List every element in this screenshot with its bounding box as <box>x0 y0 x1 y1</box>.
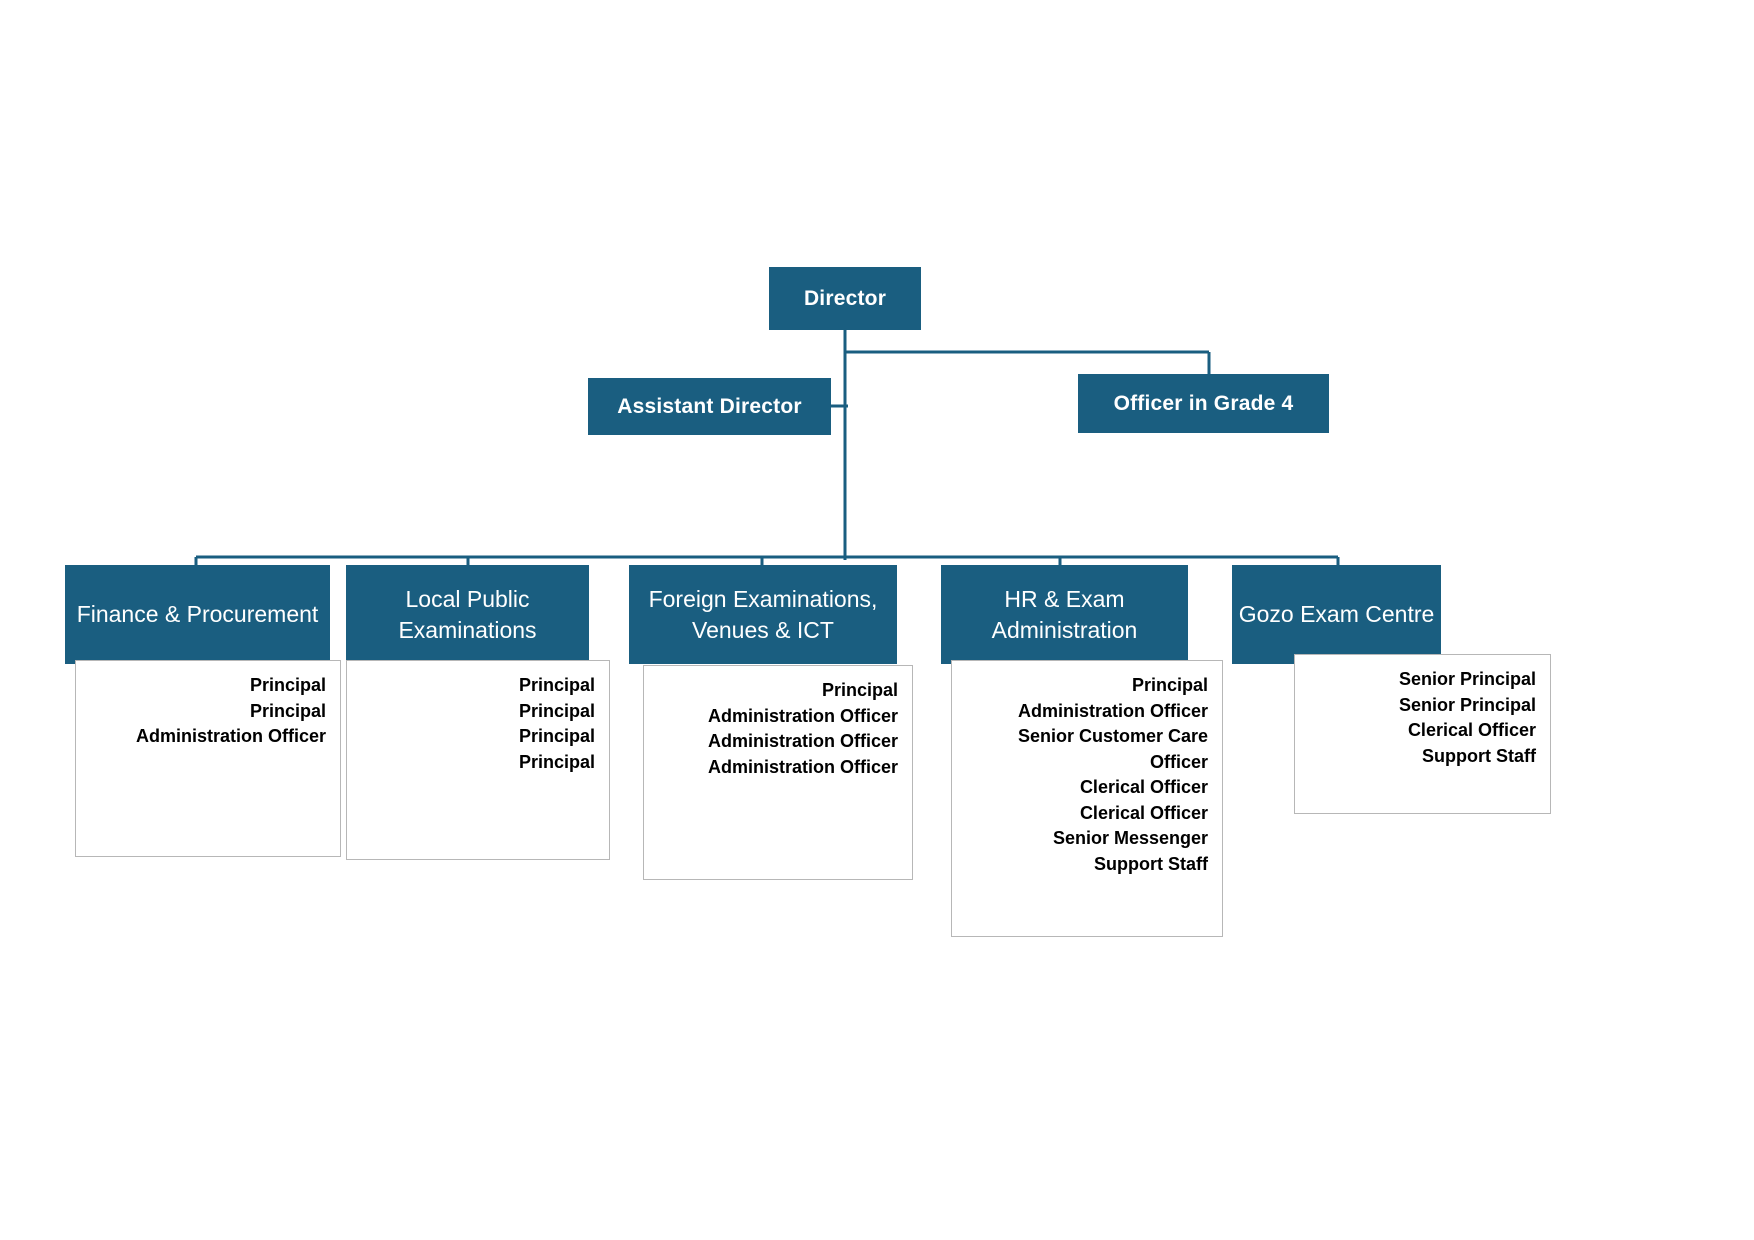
role-item: Administration Officer <box>707 731 898 752</box>
role-item: Administration Officer <box>135 726 326 747</box>
dept-title-gozo-exam-centre: Gozo Exam Centre <box>1238 601 1435 628</box>
node-officer-grade-4[interactable]: Officer in Grade 4 <box>1078 374 1329 433</box>
role-list-finance-procurement: Principal Principal Administration Offic… <box>88 673 326 750</box>
role-item: Principal <box>249 700 326 721</box>
role-item: Clerical Officer <box>1079 777 1208 798</box>
dept-header-gozo-exam-centre[interactable]: Gozo Exam Centre <box>1232 565 1441 664</box>
role-item: Senior Messenger <box>1052 828 1208 849</box>
role-item: Principal <box>249 675 326 695</box>
node-assistant-director[interactable]: Assistant Director <box>588 378 831 435</box>
role-item: Senior Customer Care Officer <box>1017 726 1208 772</box>
role-list-hr-exam-administration: Principal Administration Officer Senior … <box>964 673 1208 877</box>
role-item: Administration Officer <box>707 705 898 726</box>
role-item: Clerical Officer <box>1079 802 1208 823</box>
dept-header-foreign-examinations[interactable]: Foreign Examinations, Venues & ICT <box>629 565 897 664</box>
dept-title-local-public-examinations: Local Public Examinations <box>398 586 537 643</box>
node-officer-grade-4-label: Officer in Grade 4 <box>1113 391 1294 415</box>
node-director-label: Director <box>803 286 887 310</box>
dept-title-foreign-examinations: Foreign Examinations, Venues & ICT <box>648 586 878 643</box>
dept-panel-hr-exam-administration: Principal Administration Officer Senior … <box>951 660 1223 937</box>
role-item: Support Staff <box>1094 853 1208 874</box>
role-item: Principal <box>518 675 595 695</box>
role-item: Principal <box>518 726 595 747</box>
role-list-local-public-examinations: Principal Principal Principal Principal <box>359 673 595 775</box>
role-item: Senior Principal <box>1398 694 1536 715</box>
role-list-foreign-examinations: Principal Administration Officer Adminis… <box>656 678 898 780</box>
role-item: Administration Officer <box>1017 700 1208 721</box>
dept-panel-local-public-examinations: Principal Principal Principal Principal <box>346 660 610 860</box>
node-director[interactable]: Director <box>769 267 921 330</box>
node-assistant-director-label: Assistant Director <box>617 394 802 418</box>
dept-title-hr-exam-administration: HR & Exam Administration <box>991 586 1138 643</box>
role-item: Principal <box>518 700 595 721</box>
role-item: Administration Officer <box>707 756 898 777</box>
role-item: Clerical Officer <box>1407 720 1536 741</box>
role-item: Principal <box>518 751 595 772</box>
dept-header-finance-procurement[interactable]: Finance & Procurement <box>65 565 330 664</box>
role-item: Principal <box>1131 675 1208 695</box>
dept-panel-foreign-examinations: Principal Administration Officer Adminis… <box>643 665 913 880</box>
role-item: Support Staff <box>1422 745 1536 766</box>
dept-header-hr-exam-administration[interactable]: HR & Exam Administration <box>941 565 1188 664</box>
role-list-gozo-exam-centre: Senior Principal Senior Principal Cleric… <box>1307 667 1536 769</box>
role-item: Senior Principal <box>1398 669 1536 689</box>
dept-header-local-public-examinations[interactable]: Local Public Examinations <box>346 565 589 664</box>
dept-title-finance-procurement: Finance & Procurement <box>76 601 319 628</box>
dept-panel-finance-procurement: Principal Principal Administration Offic… <box>75 660 341 857</box>
role-item: Principal <box>821 680 898 700</box>
dept-panel-gozo-exam-centre: Senior Principal Senior Principal Cleric… <box>1294 654 1551 814</box>
